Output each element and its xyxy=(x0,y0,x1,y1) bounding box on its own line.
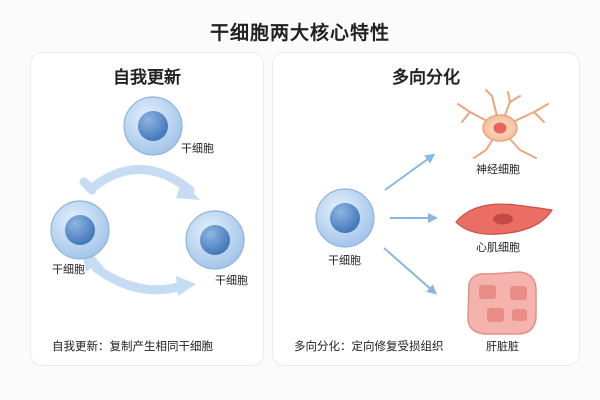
differentiation-arrows xyxy=(383,153,438,295)
cardiomyocyte-icon xyxy=(455,203,553,235)
page-title: 干细胞两大核心特性 xyxy=(209,22,390,44)
cycle-arrowhead-bottom xyxy=(176,276,196,296)
arrow-to-neuron xyxy=(384,153,436,191)
neuron-icon xyxy=(457,89,549,159)
cycle-arrow-bottom xyxy=(91,263,190,295)
liver-tissue-icon xyxy=(467,271,537,335)
cycle-arrowhead-top xyxy=(176,180,200,200)
renewal-cycle-arrows xyxy=(79,165,200,296)
stem-cell-top-label: 干细胞 xyxy=(181,142,214,155)
liver-label: 肝脏脏 xyxy=(486,340,519,353)
cycle-arrow-top xyxy=(87,165,195,195)
stem-cell-source-label: 干细胞 xyxy=(328,254,361,267)
differentiation-caption: 多向分化：定向修复受损组织 xyxy=(294,339,444,353)
stem-cell-left-label: 干细胞 xyxy=(52,263,85,276)
self-renewal-caption: 自我更新：复制产生相同干细胞 xyxy=(52,339,213,353)
cardiomyocyte-label: 心肌细胞 xyxy=(476,241,520,254)
differentiation-heading: 多向分化 xyxy=(392,68,460,88)
stem-cell-right-label: 干细胞 xyxy=(215,274,248,287)
stem-cell-right-icon xyxy=(185,210,245,270)
stem-cell-left-icon xyxy=(50,200,110,260)
arrow-to-liver xyxy=(383,247,438,295)
stem-cell-top-icon xyxy=(123,96,183,156)
self-renewal-heading: 自我更新 xyxy=(113,68,181,88)
neuron-label: 神经细胞 xyxy=(476,163,520,176)
stem-cell-source-icon xyxy=(315,188,375,248)
